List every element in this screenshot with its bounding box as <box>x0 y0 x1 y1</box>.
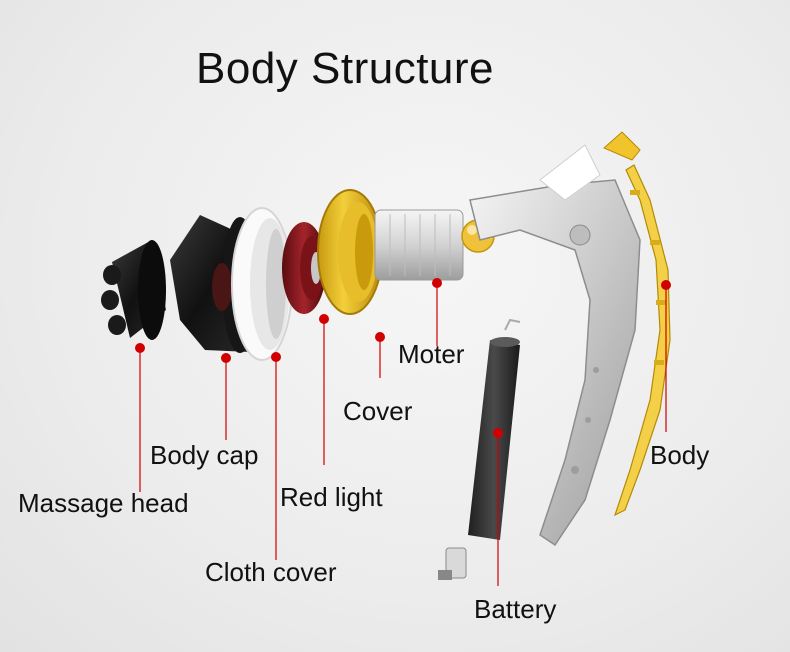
red-light-dot <box>319 314 329 324</box>
cloth-cover-part <box>232 208 292 360</box>
moter-label: Moter <box>398 339 464 370</box>
cloth-cover-label: Cloth cover <box>205 557 337 588</box>
body-cap-dot <box>221 353 231 363</box>
body-label: Body <box>650 440 709 471</box>
battery-label: Battery <box>474 594 556 625</box>
cloth-cover-dot <box>271 352 281 362</box>
page-title: Body Structure <box>196 44 494 94</box>
massage-head-label: Massage head <box>18 488 189 519</box>
massage-head-part <box>101 240 166 340</box>
massage-head-dot <box>135 343 145 353</box>
body-cap-label: Body cap <box>150 440 258 471</box>
cover-label: Cover <box>343 396 412 427</box>
red-light-label: Red light <box>280 482 383 513</box>
battery-dot <box>493 428 503 438</box>
cover-dot <box>375 332 385 342</box>
body-dot <box>661 280 671 290</box>
cover-part <box>318 190 382 314</box>
moter-dot <box>432 278 442 288</box>
